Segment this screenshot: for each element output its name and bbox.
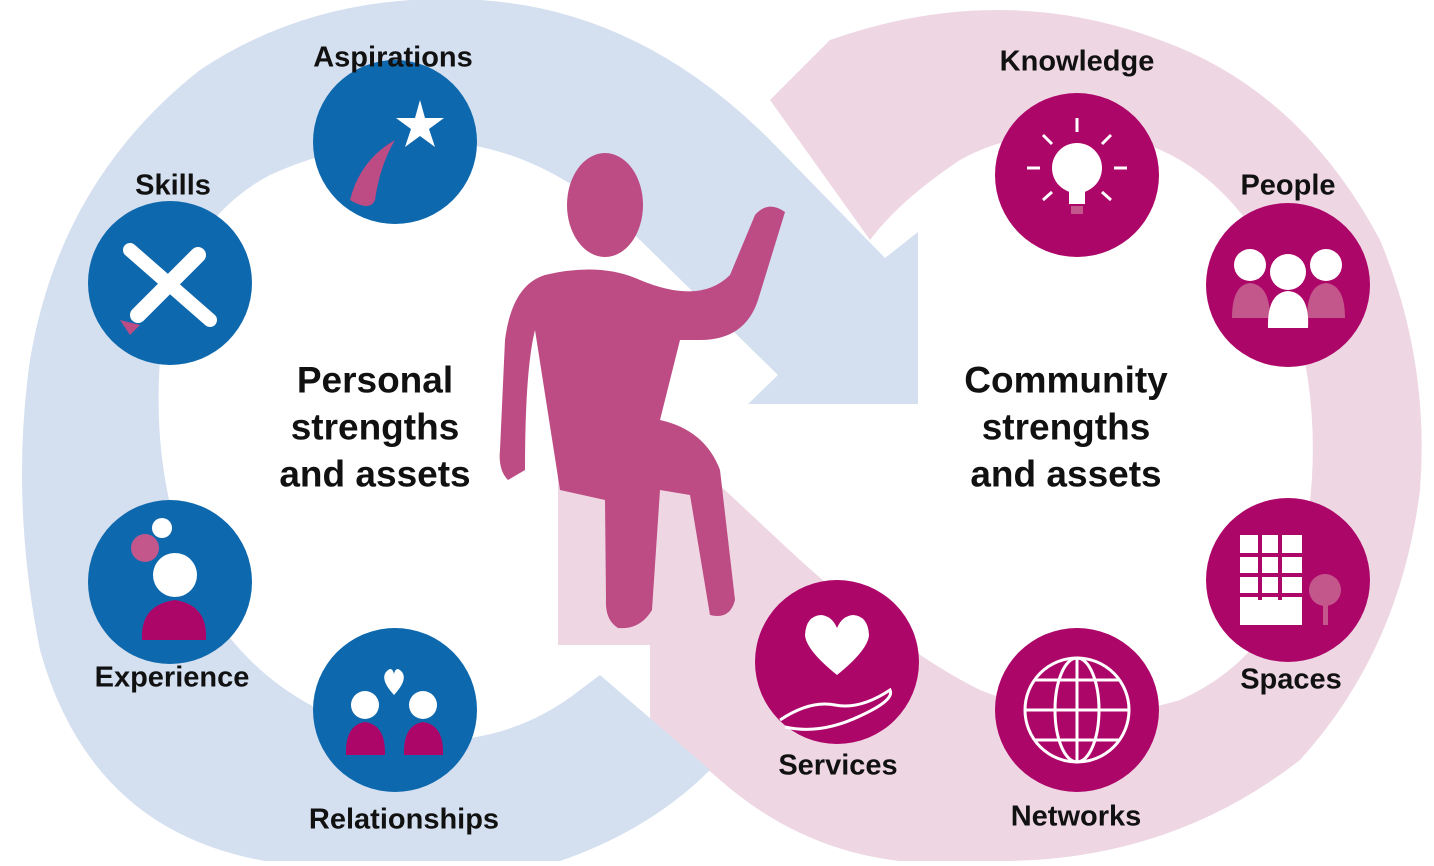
experience-label: Experience [94,661,250,694]
globe-icon [1023,656,1131,764]
experience-circle [88,500,252,664]
networks-label: Networks [1010,800,1142,833]
personal-title-line-3: and assets [279,453,471,495]
aspirations-label: Aspirations [313,41,473,74]
networks-circle [995,628,1159,792]
community-title-line-2: strengths [981,406,1151,448]
community-title-line-3: and assets [970,453,1162,495]
waving-person-figure [499,153,785,629]
group-icon [1232,249,1345,328]
aspirations-circle [313,60,477,224]
heart-hand-icon [779,615,893,731]
community-title: Community strengths and assets [964,358,1168,499]
spaces-label: Spaces [1240,663,1342,696]
personal-title-line-2: strengths [290,406,460,448]
lightbulb-icon [1027,118,1127,214]
two-people-heart-icon [345,668,444,755]
skills-label: Skills [135,169,211,202]
skills-circle [88,201,252,365]
spaces-circle [1206,498,1370,662]
community-title-line-1: Community [964,359,1168,401]
figure-head [567,153,643,257]
person-plus-minus-icon [131,518,207,640]
relationships-label: Relationships [308,803,500,836]
relationships-circle [313,628,477,792]
services-label: Services [778,749,898,782]
people-circle [1206,203,1370,367]
personal-ring [22,0,918,861]
personal-title-line-1: Personal [296,359,454,401]
personal-title: Personal strengths and assets [279,358,470,499]
knowledge-label: Knowledge [999,45,1155,78]
building-tree-icon [1240,535,1341,625]
shooting-star-icon [396,100,444,147]
tools-icon [120,243,217,335]
people-label: People [1240,169,1336,202]
knowledge-circle [995,93,1159,257]
services-circle [755,580,919,744]
